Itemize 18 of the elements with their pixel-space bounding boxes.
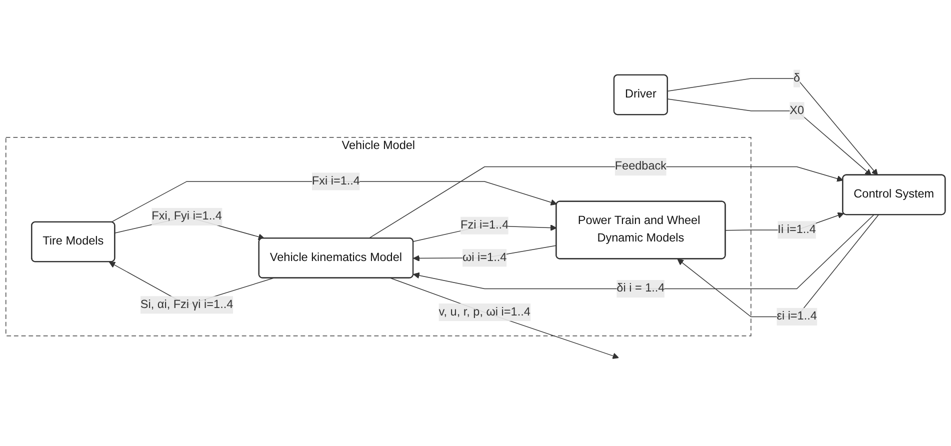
edge-label: Fxi i=1..4 xyxy=(312,174,360,188)
edge-label: εi i=1..4 xyxy=(776,310,817,323)
arrow xyxy=(667,78,878,176)
edge-label: ωi i=1..4 xyxy=(462,251,507,264)
arrow xyxy=(390,278,619,359)
edge-label: Fxi, Fyi i=1..4 xyxy=(152,210,222,223)
edge-label: v, u, r, p, ωi i=1..4 xyxy=(438,306,530,318)
arrow xyxy=(110,181,558,223)
edge-label: δ xyxy=(794,72,800,84)
edge-label: Fzi i=1..4 xyxy=(460,218,509,232)
cluster xyxy=(6,136,752,336)
edge-label: δi i = 1..4 xyxy=(616,282,665,295)
edge-label: Si, αi, Fzi γi i=1..4 xyxy=(140,298,234,311)
edge-label: Feedback xyxy=(614,160,667,173)
arrow xyxy=(677,214,879,318)
edge-label: Ii i=1..4 xyxy=(778,223,816,236)
edge-label: X0 xyxy=(790,104,804,117)
arrow xyxy=(667,98,872,176)
